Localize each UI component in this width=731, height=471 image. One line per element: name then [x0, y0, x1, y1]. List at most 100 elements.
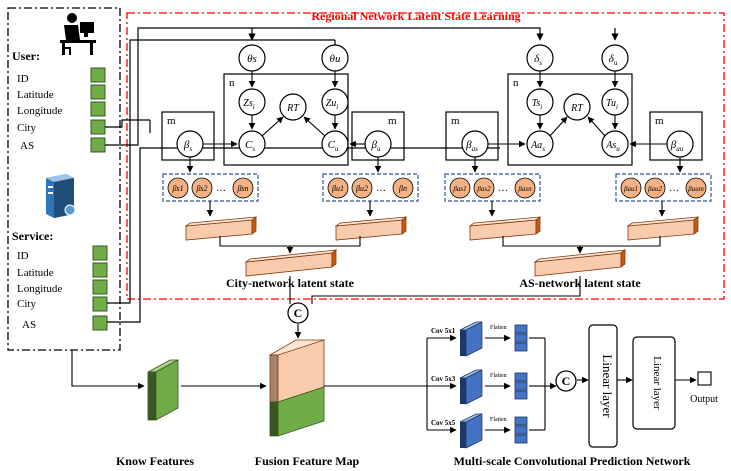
user-icon [60, 13, 96, 55]
service-field-latitude: Latitude [17, 267, 54, 279]
user-heading: User: [12, 49, 40, 63]
linear-layer-2-label: Linear layer [651, 356, 663, 410]
as-node-beta-as-label: βas [465, 139, 478, 153]
conv-block-2 [459, 369, 483, 405]
city-node-cu-label: Cu [328, 139, 339, 153]
conv-label-1: Cov 5x1 [431, 327, 456, 335]
output-node [697, 371, 712, 386]
flatten-label-1: Flatten [490, 325, 507, 331]
as-plate-m-left-label: m [451, 115, 460, 127]
user-field-latitude: Latitude [17, 89, 54, 101]
flatten-vectors [514, 324, 528, 444]
as-node-au-label: Asu [605, 140, 620, 153]
service-field-list: ID Latitude Longitude City AS [17, 250, 62, 331]
service-field-city: City [17, 298, 36, 310]
flatten-label-2: Flatten [490, 373, 507, 379]
as-plate-m-right-label: m [655, 115, 664, 127]
as-node-as [526, 130, 554, 158]
conv-block-3 [459, 413, 483, 449]
as-node-delta-s-label: δs [534, 53, 542, 67]
city-node-zu-label: Zui [326, 98, 339, 111]
fusion-feature-map [268, 339, 326, 437]
as-node-rt-label: RT [570, 103, 584, 114]
prediction-network-label: Multi-scale Convolutional Prediction Net… [454, 454, 691, 468]
as-node-delta-s [526, 44, 554, 72]
service-feature-boxes [92, 245, 108, 331]
city-latent-vectors [184, 201, 408, 277]
city-node-beta-s-label: βs [183, 139, 192, 153]
known-features-label: Know Features [116, 454, 194, 468]
as-embed-u-1: βau1 [623, 185, 638, 193]
city-node-beta-s [176, 130, 204, 158]
as-embed-u-ellipsis: … [669, 183, 679, 194]
as-plate-n-label: n [513, 77, 519, 89]
conv-label-2: Cov 5x3 [431, 375, 456, 383]
as-plate-m-right [649, 111, 703, 161]
city-graphical-model: n m m θs θu Zsi Zui RT Cs Cu βs βu [161, 44, 405, 173]
service-field-longitude: Longitude [17, 283, 62, 295]
concat-circle-top [287, 302, 309, 324]
regional-learning-box [126, 12, 725, 300]
concat-circle-bottom [555, 370, 577, 392]
city-plate-m-left [161, 111, 215, 161]
city-node-theta-u-label: θu [330, 53, 341, 65]
linear-layer-1-box [588, 324, 618, 448]
concat-symbol-top: C [294, 306, 303, 320]
city-node-cu [321, 130, 349, 158]
city-plate-m-left-label: m [167, 115, 176, 127]
as-embed-s-n: βasn [517, 185, 532, 193]
known-features-block [147, 359, 179, 421]
as-plate-m-left [445, 111, 499, 161]
city-node-beta-u-label: βu [371, 139, 381, 153]
regional-title: Regional Network Latent State Learning [311, 9, 520, 23]
flatten-label-3: Flatten [490, 417, 507, 423]
city-plate-n-label: n [229, 77, 235, 89]
user-field-as: AS [20, 140, 34, 152]
linear-layer-1-label: Linear layer [600, 354, 615, 418]
as-node-au [601, 130, 629, 158]
city-embed-s-ellipsis: … [216, 183, 226, 194]
city-node-zs-label: Zsi [243, 98, 254, 111]
user-field-longitude: Longitude [17, 105, 62, 117]
as-plate-n [507, 73, 633, 166]
input-routing [105, 27, 619, 323]
conv-blocks [459, 321, 483, 449]
as-embedding-u: βau1 βau2 … βaum [615, 173, 712, 202]
city-embed-s-1: βs1 [171, 184, 183, 193]
city-embed-s-2: βs2 [195, 184, 207, 193]
city-embed-u-n: βn [398, 184, 407, 193]
as-node-delta-u [601, 44, 629, 72]
conv-routing [324, 334, 697, 434]
as-embed-s-ellipsis: … [498, 183, 508, 194]
as-embed-s-2: βas2 [476, 185, 491, 193]
service-field-id: ID [17, 250, 29, 262]
city-embedding-s: βs1 βs2 … βsn [162, 173, 259, 202]
linear-layer-2-box [632, 336, 676, 430]
conv-label-3: Cov 5x5 [431, 419, 456, 427]
fusion-feature-label: Fusion Feature Map [255, 454, 360, 468]
as-graphical-model: n m m δs δu Tsi Tui RT Aas Asu βas βau [445, 44, 703, 173]
city-node-cs-label: Cs [245, 139, 255, 153]
city-embed-u-2: βu2 [355, 184, 368, 193]
city-embed-u-1: βu1 [331, 184, 344, 193]
as-node-ts-label: Tsi [532, 98, 543, 111]
as-node-as-label: Aas [530, 140, 545, 153]
as-node-rt [563, 93, 591, 121]
city-embed-u-ellipsis: … [376, 183, 386, 194]
city-plate-n [223, 73, 349, 166]
as-latent-vectors [468, 201, 700, 277]
city-node-cs [238, 130, 266, 158]
service-heading: Service: [12, 229, 53, 243]
as-embed-u-2: βau2 [647, 185, 662, 193]
as-node-delta-u-label: δu [609, 53, 618, 67]
user-field-id: ID [17, 73, 29, 85]
as-embed-s-1: βas1 [452, 185, 466, 193]
as-embed-u-n: βaum [687, 185, 704, 193]
city-node-rt [279, 93, 307, 121]
concat-symbol-bottom: C [562, 374, 571, 388]
as-node-beta-au-label: βau [670, 139, 684, 153]
server-icon [46, 174, 76, 218]
user-field-list: ID Latitude Longitude City AS [17, 73, 62, 152]
concat-routing [71, 276, 581, 390]
